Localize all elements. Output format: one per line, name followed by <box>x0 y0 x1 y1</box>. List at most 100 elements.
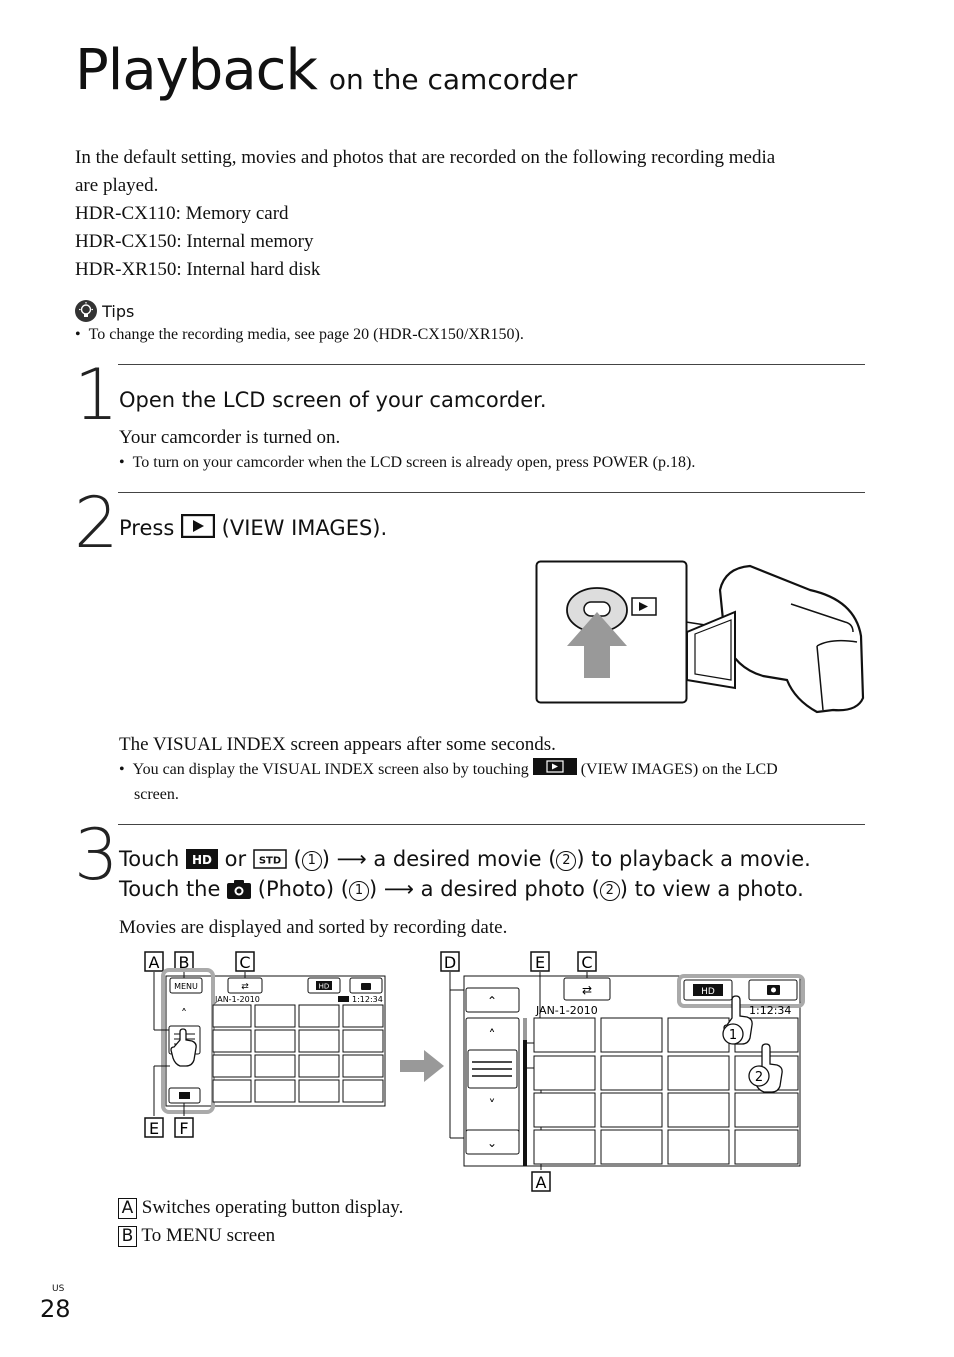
legend-text: Switches operating button display. <box>141 1197 404 1218</box>
intro-line: In the default setting, movies and photo… <box>75 147 776 168</box>
divider <box>118 364 865 365</box>
label-f: F <box>179 1119 188 1138</box>
label-a: A <box>149 953 160 972</box>
step1-title: Open the LCD screen of your camcorder. <box>119 388 547 412</box>
chevron-down-icon[interactable]: ˅ <box>489 1098 496 1114</box>
step2-text: The VISUAL INDEX screen appears after so… <box>119 734 556 755</box>
divider <box>118 492 865 493</box>
date-large: JAN-1-2010 <box>535 1004 598 1017</box>
time-large: 1:12:34 <box>749 1004 791 1017</box>
step1-text: Your camcorder is turned on. <box>119 427 341 448</box>
step2-title: Press (VIEW IMAGES). <box>119 513 387 543</box>
divider <box>118 824 865 825</box>
chevron-up-icon[interactable]: ˄ <box>181 1007 187 1021</box>
hd-icon: HD <box>185 849 218 869</box>
intro-line: HDR-XR150: Internal hard disk <box>75 259 321 280</box>
paren-close: ) <box>368 877 378 901</box>
step3-line2: Touch the (Photo) (1) ⟶ a desired photo … <box>119 874 804 904</box>
photo-text: (Photo) ( <box>257 877 349 901</box>
step2-bullet: • You can display the VISUAL INDEX scree… <box>119 758 778 782</box>
step2-title-pre: Press <box>119 516 175 540</box>
camcorder-illustration <box>535 560 865 714</box>
swap-icon[interactable]: ⇄ <box>582 983 592 997</box>
label-a: A <box>536 1173 547 1192</box>
page-region: US <box>52 1284 65 1294</box>
legend-label: B <box>118 1226 137 1247</box>
line1-end: ) to playback a movie. <box>576 847 811 871</box>
arrow-up-icon <box>567 612 627 678</box>
intro-line: HDR-CX110: Memory card <box>75 203 289 224</box>
date-small: JAN-1-2010 <box>214 995 260 1004</box>
step3-number: 3 <box>74 814 119 896</box>
swap-icon[interactable]: ⇄ <box>241 982 249 992</box>
intro-line: HDR-CX150: Internal memory <box>75 231 314 252</box>
circle-2: 2 <box>755 1070 763 1085</box>
touch-the-text: Touch the <box>119 877 221 901</box>
camera-icon <box>227 880 252 899</box>
desired-photo-text: a desired photo ( <box>420 877 600 901</box>
lightbulb-icon <box>75 300 97 322</box>
arrow-right-icon <box>400 1050 444 1082</box>
step2-number: 2 <box>74 482 119 564</box>
legend-item: A Switches operating button display. <box>118 1194 403 1222</box>
step3-text: Movies are displayed and sorted by recor… <box>119 917 508 938</box>
line2-end: ) to view a photo. <box>619 877 804 901</box>
step2-title-post: (VIEW IMAGES). <box>221 516 388 540</box>
step3-line1: Touch HD or STD (1) ⟶ a desired movie (2… <box>119 847 811 871</box>
circle-1: 1 <box>729 1028 737 1043</box>
tips-heading: Tips <box>75 300 134 322</box>
step2-bullet-pre: You can display the VISUAL INDEX screen … <box>132 761 529 778</box>
scrollbar[interactable] <box>523 1018 527 1166</box>
menu-button[interactable]: MENU <box>174 982 198 991</box>
title-sub: on the camcorder <box>328 63 578 96</box>
view-images-icon-filled <box>532 758 577 775</box>
step2-bullet-post: (VIEW IMAGES) on the LCD <box>580 761 778 778</box>
label-c: C <box>239 953 250 972</box>
circle-1: 1 <box>301 851 322 871</box>
desired-movie-text: a desired movie ( <box>373 847 557 871</box>
hd-tab-small[interactable]: HD <box>319 983 330 991</box>
page-title: Playback on the camcorder <box>75 38 577 103</box>
label-e: E <box>149 1119 159 1138</box>
view-images-icon <box>180 514 215 538</box>
intro-line: are played. <box>75 175 159 196</box>
chevron-up-icon[interactable]: ˄ <box>489 1028 496 1044</box>
arrow-right-icon: ⟶ <box>336 847 367 871</box>
tips-bullet: • To change the recording media, see pag… <box>75 326 524 343</box>
label-b: B <box>179 953 190 972</box>
hand-pointer-icon <box>170 1028 197 1067</box>
visual-index-small: A B C E F MENU ⇄ HD JAN-1-2010 1:12:34 ˄ <box>144 951 386 1138</box>
camera-icon[interactable] <box>361 983 371 990</box>
step1-bullet: • To turn on your camcorder when the LCD… <box>119 454 696 471</box>
svg-text:STD: STD <box>259 856 281 867</box>
legend-item: B To MENU screen <box>118 1222 275 1250</box>
step1-number: 1 <box>74 354 119 436</box>
arrow-right-icon: ⟶ <box>383 877 414 901</box>
label-e: E <box>535 953 545 972</box>
touch-text: Touch <box>119 847 180 871</box>
circle-1: 1 <box>348 881 369 901</box>
or-text: or <box>224 847 247 871</box>
step2-bullet-cont: screen. <box>134 786 179 803</box>
circle-2: 2 <box>556 851 577 871</box>
page-down-icon[interactable]: ⌄ <box>487 1136 497 1150</box>
circle-2: 2 <box>599 881 620 901</box>
visual-index-large: D E C A ⌃ ˄ ˅ ⌄ ⇄ HD JAN-1-2010 1:12:34 … <box>440 951 805 1192</box>
label-d: D <box>444 953 456 972</box>
paren-close: ) <box>321 847 330 871</box>
intro-text: In the default setting, movies and photo… <box>75 144 875 284</box>
title-main: Playback <box>75 38 318 103</box>
std-icon: STD <box>253 849 287 869</box>
page-up-icon[interactable]: ⌃ <box>487 994 497 1008</box>
time-small: 1:12:34 <box>352 995 383 1004</box>
tip-text: To change the recording media, see page … <box>88 326 524 343</box>
hd-tab-large[interactable]: HD <box>701 987 715 997</box>
tips-label: Tips <box>102 302 135 321</box>
label-c: C <box>581 953 592 972</box>
step1-bullet-text: To turn on your camcorder when the LCD s… <box>132 454 696 471</box>
playback-mode-icon[interactable] <box>179 1092 190 1099</box>
legend-label: A <box>118 1198 137 1219</box>
svg-text:HD: HD <box>192 853 212 867</box>
legend-text: To MENU screen <box>141 1225 276 1246</box>
page-number: 28 <box>40 1295 71 1323</box>
